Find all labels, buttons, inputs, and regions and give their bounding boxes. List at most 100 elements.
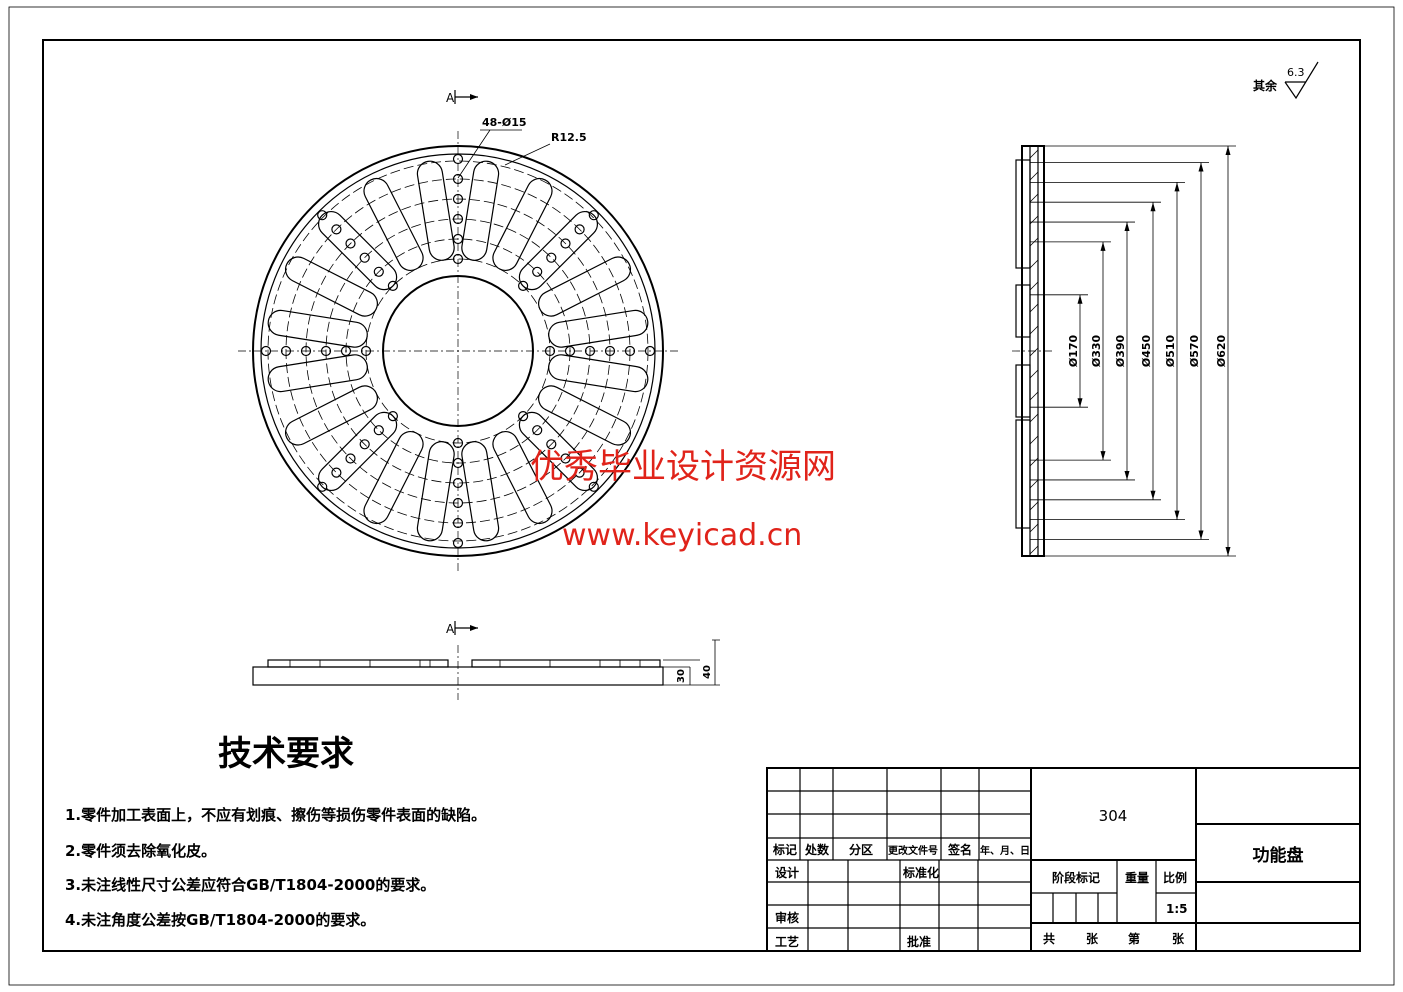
bolt-hole [452,153,464,165]
section-hatch [1029,391,1039,401]
dim-40: 40 [702,665,713,679]
tech-req-item: 2.零件须去除氧化皮。 [65,842,216,860]
slot-outline [461,160,500,261]
bolt-hole [644,345,656,357]
bolt-hole [260,345,272,357]
sheets-total: 共 [1043,931,1055,946]
section-hatch [1029,413,1039,423]
scale-label: 比例 [1163,870,1187,885]
section-hatch [1029,545,1039,555]
bolt-hole [574,467,585,478]
section-hatch [1029,479,1039,489]
radial-slot [317,411,398,492]
roughness-value: 6.3 [1287,66,1305,79]
diameter-dimension-line [1030,241,1111,461]
section-hatch [1029,523,1039,533]
radial-slot [461,160,500,261]
diameter-label: Ø390 [1114,334,1127,367]
bolt-hole [546,252,557,263]
radial-slot [548,309,649,348]
bolt-hole [373,425,384,436]
section-hatch [1029,149,1039,159]
radius-label: R12.5 [551,131,587,144]
slot-outline [416,160,455,261]
bolt-hole [331,224,342,235]
dim-30: 30 [676,669,687,683]
bolt-hole [574,224,585,235]
diameter-label: Ø570 [1188,334,1201,367]
diameter-dimension-line [1030,162,1209,540]
bolt-hole [300,345,312,357]
slot-outline [461,441,500,542]
radial-slot [548,354,649,393]
disc-outer-edge [252,145,664,557]
technical-requirements: 技术要求 1.零件加工表面上，不应有划痕、擦伤等损伤零件表面的缺陷。 2.零件须… [65,734,486,929]
diameter-label: Ø170 [1067,334,1080,367]
section-hatch [1029,193,1039,203]
radial-slot [416,160,455,261]
radial-slot [363,177,424,271]
bolt-hole [360,345,372,357]
scale-value: 1:5 [1166,902,1188,916]
bolt-hole [387,411,398,422]
slot-outline [538,256,632,317]
bottom-view: A 30 40 [252,621,720,700]
section-hatch [1029,215,1039,225]
radial-slot [492,177,553,271]
bolt-hole [340,345,352,357]
bolt-hole [359,439,370,450]
slot-outline [492,177,553,271]
tech-req-item: 4.未注角度公差按GB/T1804-2000的要求。 [65,911,375,929]
pitch-circle [267,160,649,542]
radial-slot [538,385,632,446]
diameter-dimension-line [1030,221,1135,481]
slot-outline [518,411,599,492]
bolt-hole [345,453,356,464]
slot-outline [492,431,553,525]
approve-label: 批准 [907,934,931,949]
slot-outline [317,210,398,291]
radial-slot [416,441,455,542]
bolt-hole [604,345,616,357]
slot-outline [548,354,649,393]
bolt-hole [560,453,571,464]
hdr-change-doc: 更改文件号 [888,844,938,857]
slot-outline [284,256,378,317]
slot-outline [363,431,424,525]
diameter-dimension-line [1030,181,1185,521]
bolt-hole [452,517,464,529]
slot-outline [317,411,398,492]
section-hatch [1029,369,1039,379]
hdr-sign: 签名 [947,842,972,857]
radial-slot [518,210,599,291]
section-mark-a-top: A [446,91,455,105]
section-hatch [1029,501,1039,511]
bolt-hole [331,467,342,478]
bolt-hole [544,345,556,357]
hdr-date: 年、月、日 [980,844,1030,857]
material: 304 [1099,807,1128,825]
section-mark-a-bottom: A [446,622,455,636]
sheet-number: 第 [1128,931,1140,946]
slot-outline [267,309,368,348]
drawing-border [42,39,1361,952]
tech-req-item: 3.未注线性尺寸公差应符合GB/T1804-2000的要求。 [65,876,435,894]
radial-slot [317,210,398,291]
radial-slot [363,431,424,525]
tech-req-title: 技术要求 [218,734,354,774]
sheets-unit-2: 张 [1172,931,1185,946]
bolt-hole [280,345,292,357]
radial-slot [492,431,553,525]
bolt-hole [452,173,464,185]
bolt-hole [532,425,543,436]
bolt-hole [584,345,596,357]
review-label: 审核 [775,910,799,925]
section-hatch [1029,303,1039,313]
diameter-label: Ø510 [1164,334,1177,367]
diameter-label: Ø450 [1140,334,1153,367]
bolt-hole [373,266,384,277]
slot-outline [363,177,424,271]
radial-slot [461,441,500,542]
design-label: 设计 [775,865,799,880]
bolt-hole [560,238,571,249]
